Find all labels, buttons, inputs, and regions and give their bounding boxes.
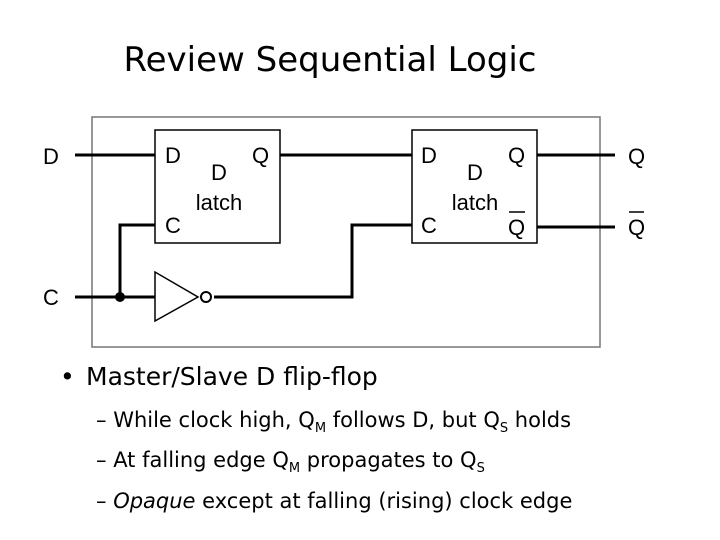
sub-bullet-3-italic: Opaque xyxy=(113,489,196,513)
sub-bullet-1-dash: – xyxy=(96,408,114,432)
slave-label-d: D xyxy=(421,143,437,168)
master-name-line2: latch xyxy=(196,190,242,215)
master-latch-box xyxy=(154,129,281,244)
sub-bullet-1-text-a: While clock high, Q xyxy=(113,408,315,432)
sub-bullet-1: – While clock high, QM follows D, but QS… xyxy=(96,408,571,436)
bullet-main: • Master/Slave D flip-flop xyxy=(60,362,378,391)
master-label-c: C xyxy=(165,213,181,238)
bullet-dot-icon: • xyxy=(60,362,75,391)
sub-bullet-2-dash: – xyxy=(96,448,114,472)
sub-bullet-1-subscript-m: M xyxy=(314,421,327,437)
master-name-line1: D xyxy=(211,160,227,185)
inverter-bubble xyxy=(200,291,212,303)
sub-bullet-3-dash: – xyxy=(96,489,114,513)
label-output-q: Q xyxy=(628,144,645,169)
clock-junction-dot xyxy=(115,292,125,302)
sub-bullet-1-subscript-s: S xyxy=(499,421,509,437)
label-input-c: C xyxy=(43,285,59,310)
slide-title: Review Sequential Logic xyxy=(123,40,537,80)
wire-inverter-to-slave xyxy=(214,223,412,299)
sub-bullet-2-subscript-m: M xyxy=(288,461,301,477)
inverter-triangle xyxy=(154,270,200,323)
sub-bullet-1-text-b: follows D, but Q xyxy=(326,408,500,432)
master-label-q: Q xyxy=(252,143,269,168)
wire-clock-to-master xyxy=(118,223,155,297)
slave-latch-box xyxy=(411,129,538,244)
sub-bullet-2-text-a: At falling edge Q xyxy=(113,448,289,472)
slave-name-line2: latch xyxy=(452,190,498,215)
sub-bullet-2: – At falling edge QM propagates to QS xyxy=(96,448,485,476)
slave-label-c: C xyxy=(421,213,437,238)
sub-bullet-3-text: except at falling (rising) clock edge xyxy=(195,489,573,513)
master-label-d: D xyxy=(165,143,181,168)
label-input-d: D xyxy=(43,144,59,169)
slave-label-qbar: Q xyxy=(508,215,525,240)
bullet-main-text: Master/Slave D flip-flop xyxy=(86,362,378,391)
slave-name-line1: D xyxy=(467,160,483,185)
sub-bullet-2-text-b: propagates to Q xyxy=(300,448,477,472)
sub-bullet-3: – Opaque except at falling (rising) cloc… xyxy=(96,489,572,513)
sub-bullet-1-text-c: holds xyxy=(508,408,572,432)
slave-label-q: Q xyxy=(508,143,525,168)
diagram-frame xyxy=(91,116,601,348)
label-output-qbar: Q xyxy=(628,215,645,240)
sub-bullet-2-subscript-s: S xyxy=(476,461,485,477)
